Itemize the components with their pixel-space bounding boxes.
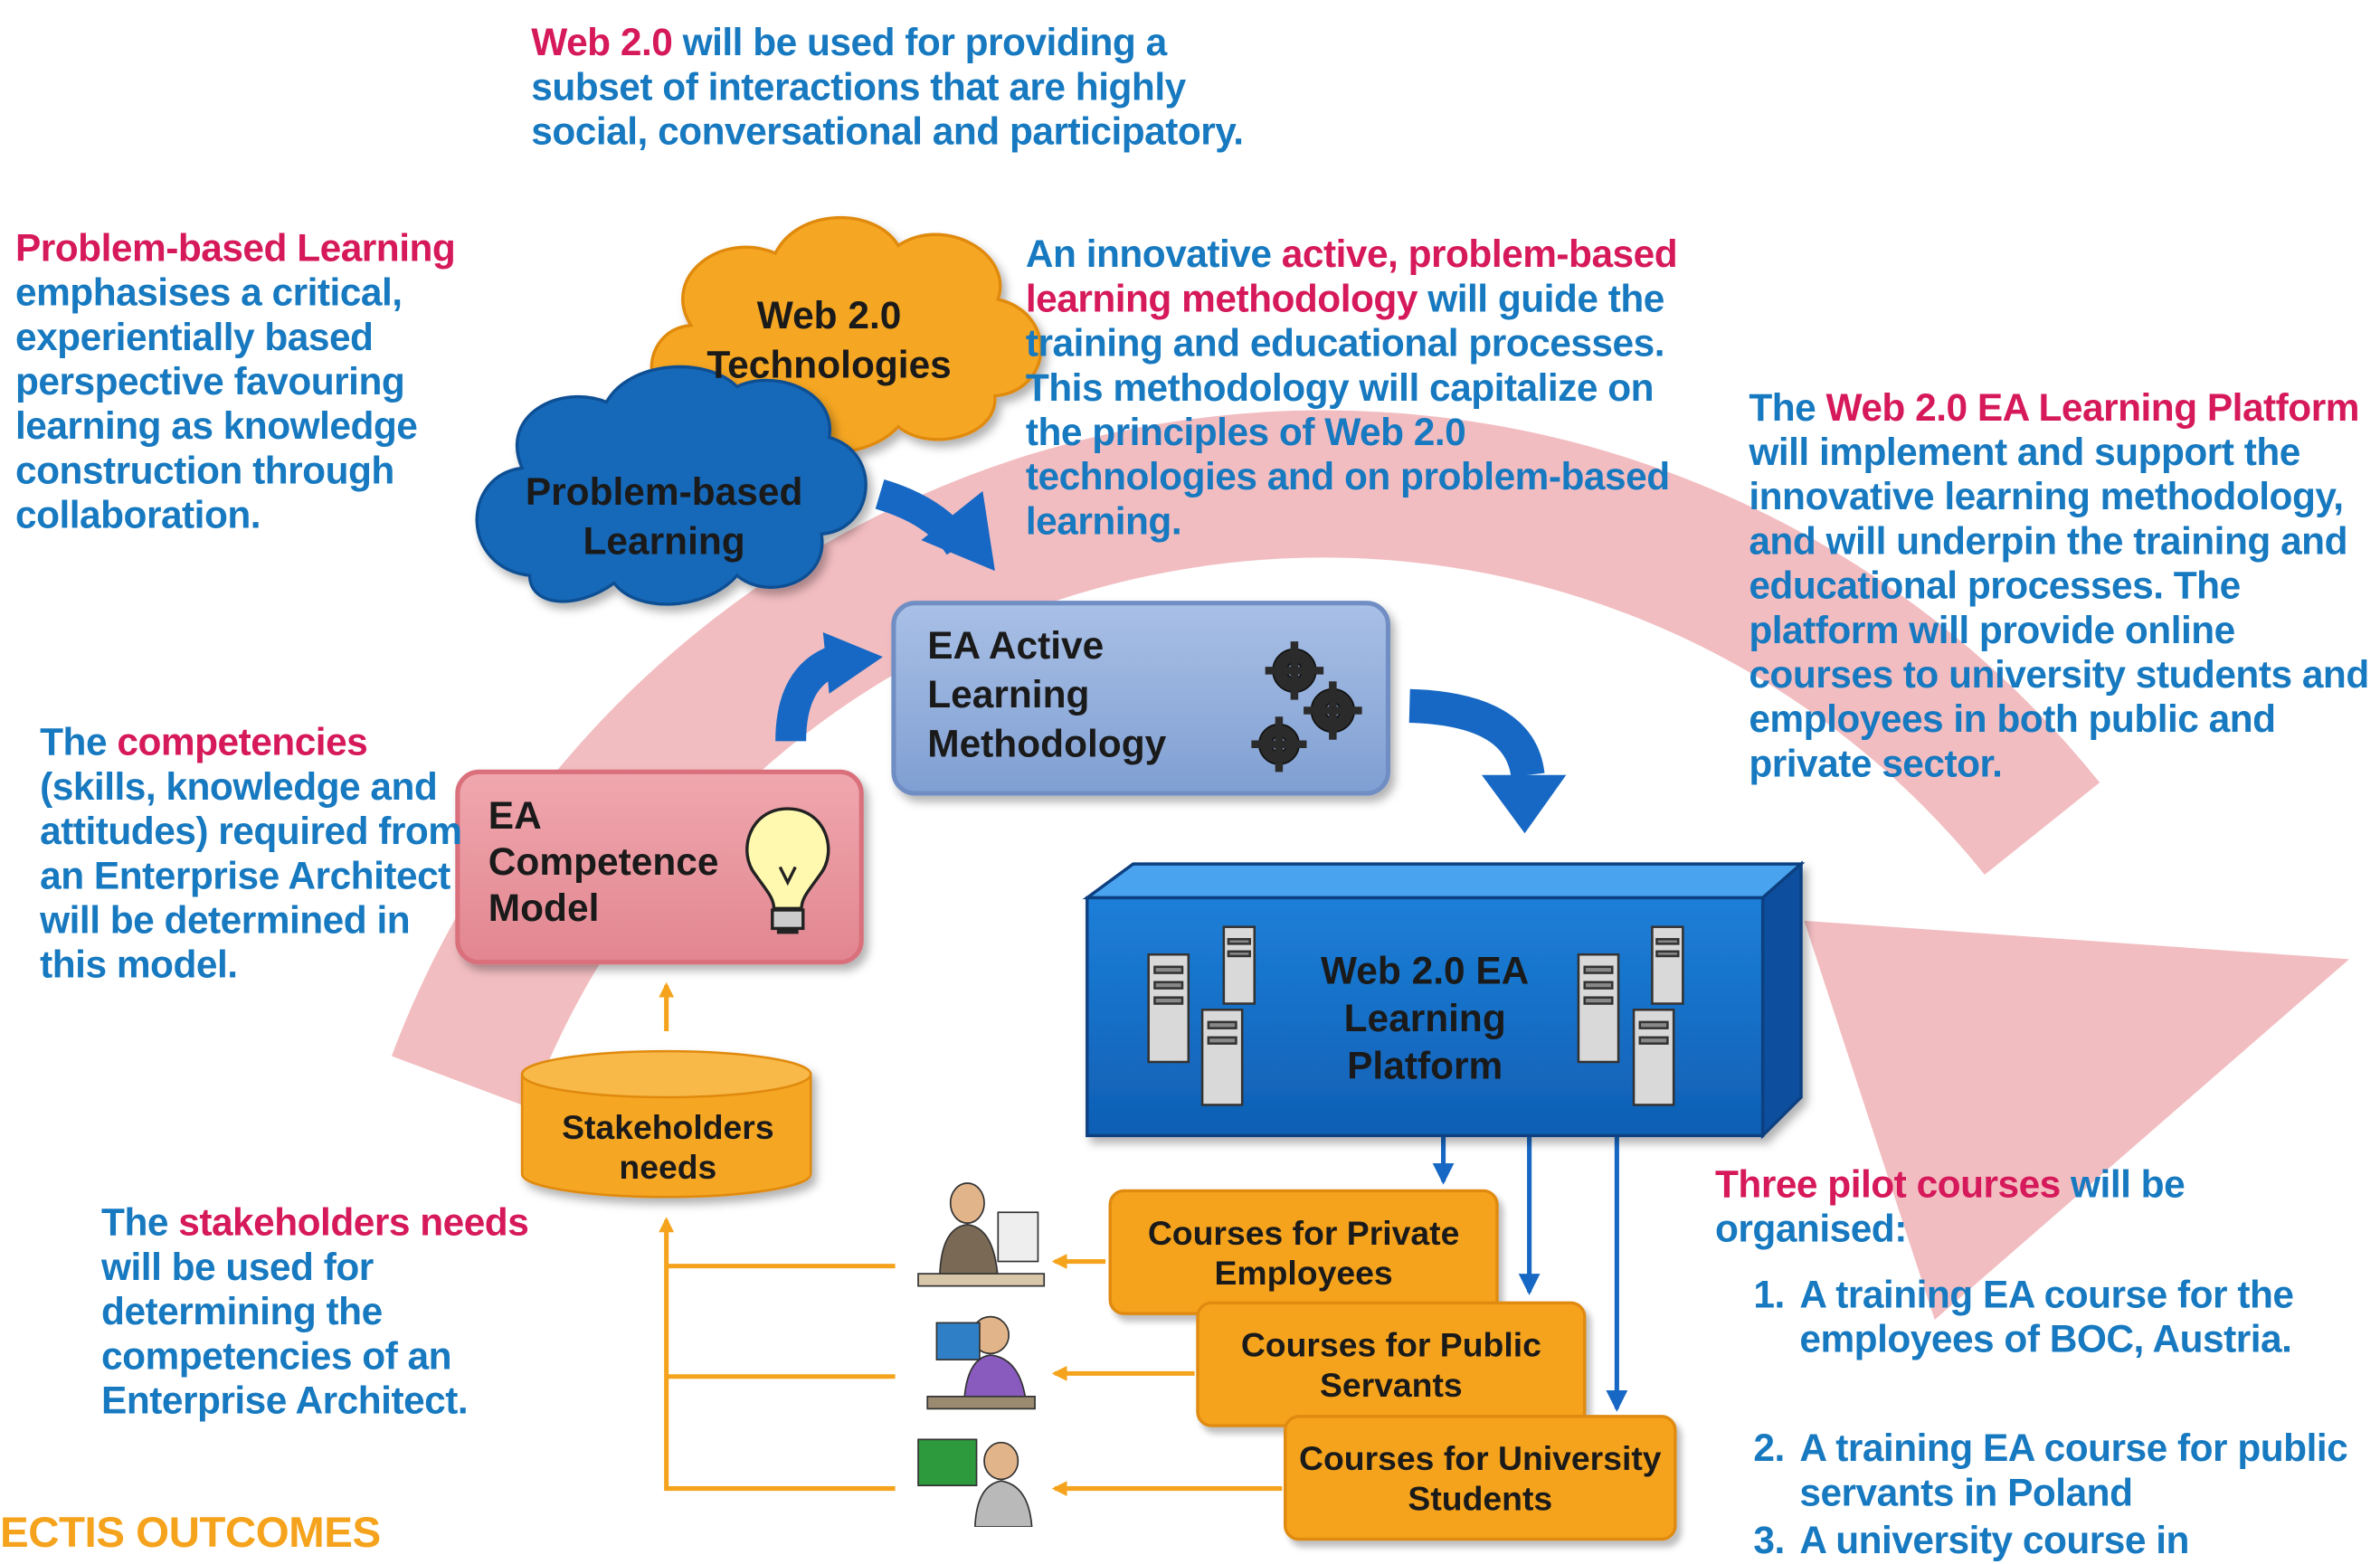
- course-private-label: Courses for Private Employees: [1147, 1213, 1460, 1293]
- course-public-box[interactable]: Courses for Public Servants: [1196, 1301, 1587, 1427]
- pilot-courses-note: Three pilot courses will be organised:: [1714, 1162, 2186, 1251]
- stakeholders-label: Stakeholders needs: [562, 1107, 774, 1187]
- web20-note: Web 2.0 will be used for providing a sub…: [531, 21, 1244, 154]
- platform-label: Web 2.0 EA Learning Platform: [1321, 950, 1530, 1088]
- bottom-heading: ECTIS OUTCOMES: [0, 1508, 381, 1557]
- course-public-label: Courses for Public Servants: [1240, 1325, 1541, 1405]
- lightbulb-icon: [745, 807, 830, 934]
- diagram: Web 2.0 will be used for providing a sub…: [0, 21, 2369, 1562]
- stakeholders-note: The stakeholders needs will be used for …: [101, 1201, 529, 1423]
- presenter-icon: [917, 1438, 1033, 1528]
- pbl-cloud-label: Problem-based Learning: [525, 470, 803, 564]
- competencies-note: The competencies (skills, knowledge and …: [40, 721, 462, 987]
- stakeholders-db: [520, 1049, 812, 1199]
- pbl-note: Problem-based Learning emphasises a crit…: [14, 227, 456, 537]
- pilot-item-1: 1.A training EA course for the employees…: [1753, 1274, 2294, 1361]
- course-university-label: Courses for University Students: [1299, 1439, 1662, 1518]
- person-at-desk-icon: [917, 1182, 1046, 1287]
- gears-icon: [1251, 641, 1362, 773]
- methodology-note: An innovative active, problem-based lear…: [1025, 232, 1678, 544]
- methodology-label: EA Active Learning Methodology: [927, 624, 1167, 766]
- course-university-box[interactable]: Courses for University Students: [1284, 1415, 1677, 1541]
- platform-note: The Web 2.0 EA Learning Platform will im…: [1749, 386, 2369, 786]
- feedback-line-university: [659, 1217, 896, 1492]
- server-icon: [1147, 925, 1256, 1106]
- competence-label: EA Competence Model: [488, 794, 719, 931]
- arrow-methodology-to-platform: [1408, 688, 1545, 778]
- diagram-graphics: [391, 215, 2350, 1528]
- course-private-box[interactable]: Courses for Private Employees: [1108, 1189, 1499, 1315]
- pilot-item-3: 3.A university course in: [1753, 1519, 2189, 1563]
- person-at-computer-icon: [926, 1315, 1036, 1410]
- big-cycle-arrow-head: [1804, 920, 2350, 1320]
- server-icon: [1577, 925, 1684, 1106]
- pbl-cloud: [475, 365, 868, 606]
- pilot-item-2: 2.A training EA course for public servan…: [1753, 1427, 2348, 1515]
- web20-cloud-label: Web 2.0 Technologies: [706, 294, 952, 387]
